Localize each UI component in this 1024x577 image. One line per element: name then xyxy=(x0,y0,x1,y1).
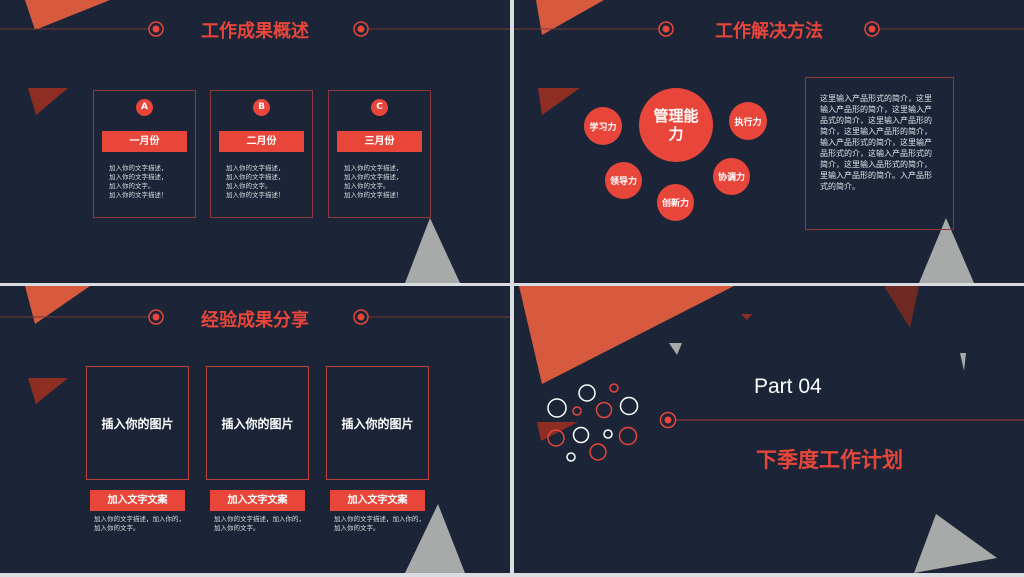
card-description: 加入你的文字描述， 加入你的文字描述， 加入你的文字。 加入你的文字描述！ xyxy=(226,164,285,199)
month-card: C 三月份 加入你的文字描述， 加入你的文字描述， 加入你的文字。 加入你的文字… xyxy=(328,90,431,218)
badge: B xyxy=(253,99,270,116)
caption-description: 加入你的文字描述，加入你的，加入你的文字。 xyxy=(214,515,305,532)
decorative-shapes xyxy=(0,0,510,283)
slide-work-methods[interactable]: 工作解决方法 管理能力 学习力 执行力 领导力 协调力 创新力 这里输入产品形式… xyxy=(514,0,1024,283)
caption-description: 加入你的文字描述，加入你的，加入你的文字。 xyxy=(334,515,425,532)
month-card: A 一月份 加入你的文字描述， 加入你的文字描述， 加入你的文字。 加入你的文字… xyxy=(93,90,196,218)
skill-bubble: 领导力 xyxy=(605,162,642,199)
skill-bubble: 创新力 xyxy=(657,184,694,221)
slide-title: 工作成果概述 xyxy=(201,21,309,42)
caption-label: 加入文字文案 xyxy=(90,490,185,511)
skill-bubble: 执行力 xyxy=(729,102,767,140)
caption-label: 加入文字文案 xyxy=(210,490,305,511)
card-description: 加入你的文字描述， 加入你的文字描述， 加入你的文字。 加入你的文字描述！ xyxy=(109,164,168,199)
decorative-shapes xyxy=(519,286,1024,573)
center-skill-bubble: 管理能力 xyxy=(639,88,713,162)
slide-experience-share[interactable]: 经验成果分享 插入你的图片 插入你的图片 插入你的图片 加入文字文案 加入文字文… xyxy=(0,286,510,573)
slide-title: 经验成果分享 xyxy=(201,310,309,331)
month-label: 三月份 xyxy=(337,131,422,152)
caption-description: 加入你的文字描述，加入你的，加入你的文字。 xyxy=(94,515,185,532)
badge: A xyxy=(136,99,153,116)
part-number: Part 04 xyxy=(754,375,822,398)
decorative-shapes xyxy=(514,0,1024,283)
section-title: 下季度工作计划 xyxy=(756,448,903,472)
image-placeholder[interactable]: 插入你的图片 xyxy=(326,366,429,480)
intro-text-box: 这里输入产品形式的简介，这里输入产品形的简介，这里输入产品式的简介，这里输入产品… xyxy=(805,77,954,230)
month-card: B 二月份 加入你的文字描述， 加入你的文字描述， 加入你的文字。 加入你的文字… xyxy=(210,90,313,218)
skill-bubble: 学习力 xyxy=(584,107,622,145)
skill-bubble: 协调力 xyxy=(713,158,750,195)
month-label: 二月份 xyxy=(219,131,304,152)
slide-title: 工作解决方法 xyxy=(715,21,823,42)
slide-work-results[interactable]: 工作成果概述 A 一月份 加入你的文字描述， 加入你的文字描述， 加入你的文字。… xyxy=(0,0,510,283)
slide-part-04[interactable]: Part 04 下季度工作计划 xyxy=(514,286,1024,573)
badge: C xyxy=(371,99,388,116)
image-placeholder[interactable]: 插入你的图片 xyxy=(86,366,189,480)
caption-label: 加入文字文案 xyxy=(330,490,425,511)
card-description: 加入你的文字描述， 加入你的文字描述， 加入你的文字。 加入你的文字描述！ xyxy=(344,164,403,199)
image-placeholder[interactable]: 插入你的图片 xyxy=(206,366,309,480)
month-label: 一月份 xyxy=(102,131,187,152)
decorative-shapes xyxy=(0,286,510,573)
